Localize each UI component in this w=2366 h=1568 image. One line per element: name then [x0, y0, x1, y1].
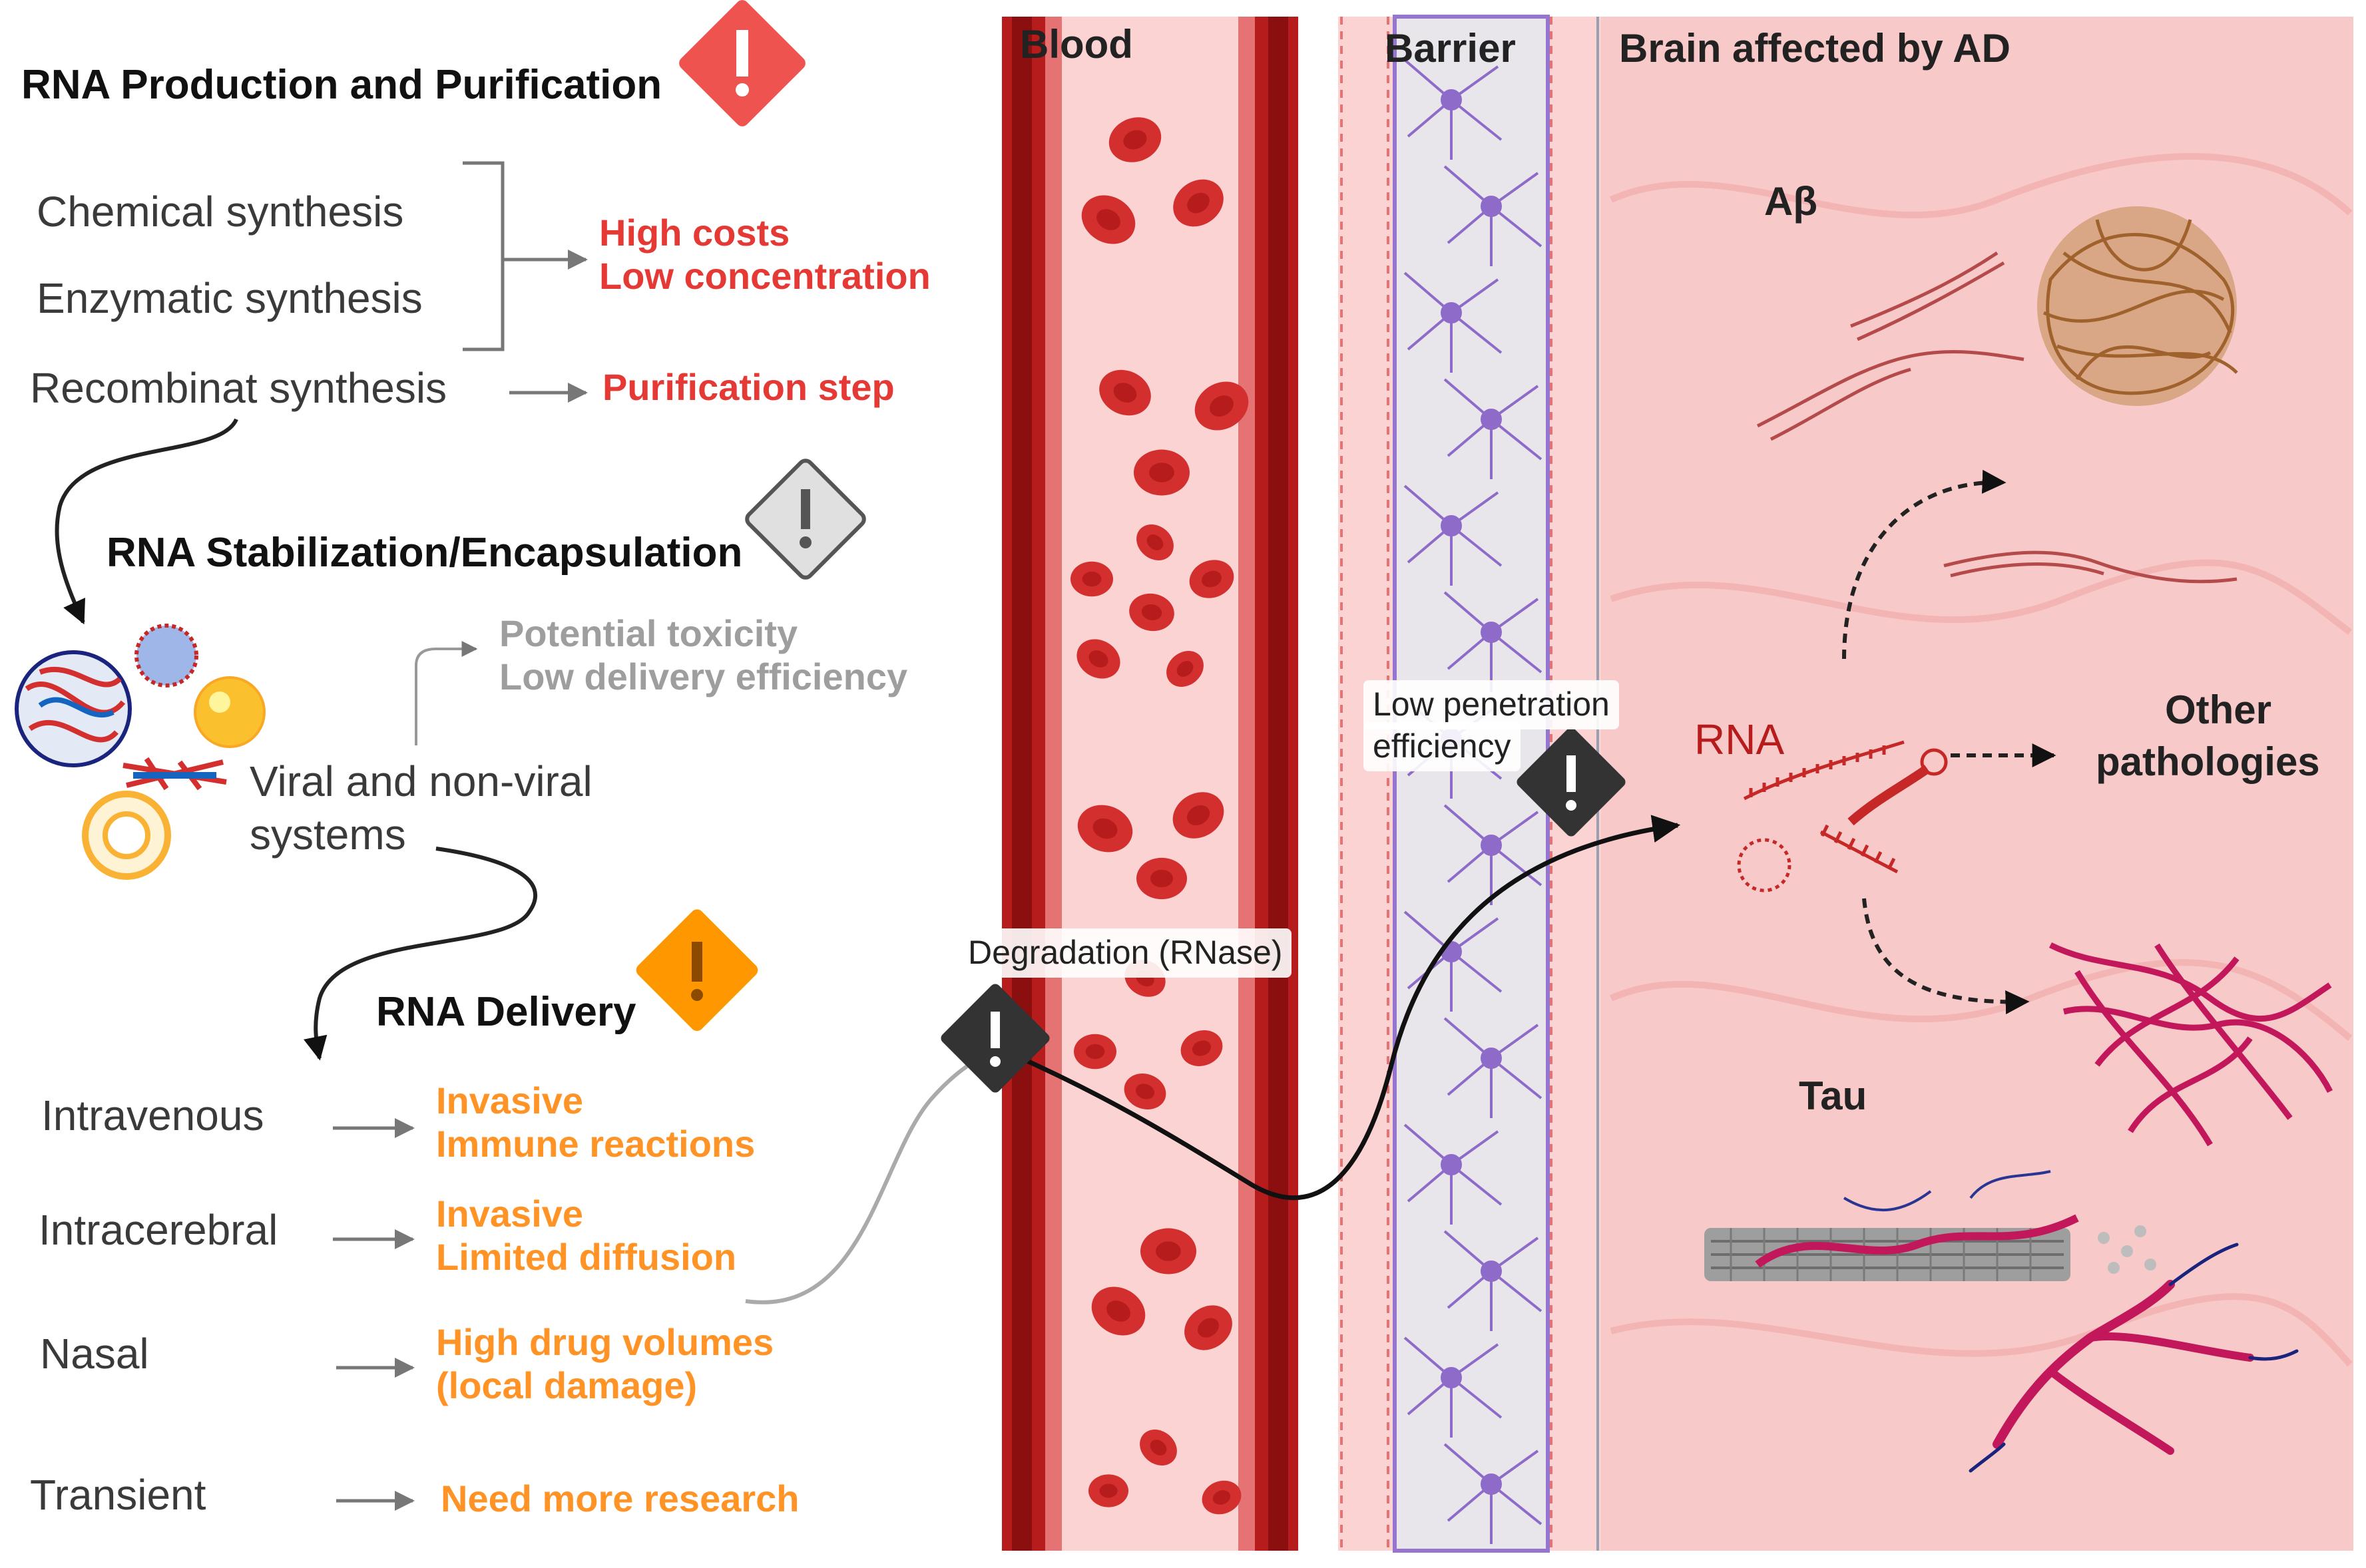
- red-blood-cell-icon: [1180, 1030, 1223, 1066]
- red-blood-cell-icon: [1134, 449, 1190, 496]
- brain-label: Brain affected by AD: [1619, 26, 2011, 71]
- tau-tangle-icon: [2048, 942, 2333, 1147]
- route-transient-issue1: Need more research: [441, 1477, 800, 1519]
- dashed-arrow-to-tau: [1862, 898, 2030, 1014]
- red-blood-cell-icon: [1184, 1305, 1232, 1350]
- flow-curve-stabilization-to-delivery: [303, 847, 538, 1061]
- penetration-callout-line1: Low penetration: [1363, 680, 1619, 729]
- neuron-icon: [1403, 272, 1503, 373]
- route-intracerebral-issue1: Invasive: [436, 1193, 584, 1235]
- neuron-icon: [1443, 1443, 1542, 1544]
- flow-curve-production-to-stabilization: [55, 418, 238, 625]
- neuron-icon: [1443, 1017, 1542, 1118]
- neuron-icon: [1443, 804, 1542, 905]
- red-blood-cell-icon: [1081, 195, 1136, 244]
- blood-vessel: [1002, 17, 1298, 1551]
- route-transient: Transient: [30, 1471, 206, 1519]
- red-blood-cell-icon: [1129, 593, 1174, 632]
- red-blood-cell-icon: [1099, 369, 1151, 416]
- red-blood-cell-icon: [1088, 1474, 1128, 1507]
- systems-label-line1: Viral and non-viral: [250, 757, 592, 805]
- red-blood-cell-icon: [1124, 1074, 1166, 1109]
- method-chemical: Chemical synthesis: [37, 188, 404, 236]
- route-intravenous-issue1: Invasive: [436, 1079, 584, 1121]
- neuron-icon: [1403, 1336, 1503, 1438]
- neuron-icon: [1403, 59, 1503, 160]
- issue-potential-toxicity: Potential toxicity: [499, 612, 798, 654]
- red-blood-cell-icon: [1140, 1430, 1177, 1466]
- red-blood-cell-icon: [1140, 1228, 1196, 1274]
- red-blood-cells: [1070, 117, 1249, 1515]
- microtubule-icon: [1704, 1170, 2156, 1281]
- red-blood-cell-icon: [1074, 1034, 1116, 1070]
- red-blood-cell-icon: [1172, 792, 1224, 839]
- nanoparticle-icon: [15, 624, 266, 880]
- issue-low-concentration: Low concentration: [599, 255, 931, 297]
- red-blood-cell-icon: [1108, 117, 1162, 162]
- neuron-icon: [1443, 378, 1542, 479]
- issue-low-delivery-efficiency: Low delivery efficiency: [499, 656, 908, 697]
- synthesis-bracket: [463, 161, 588, 351]
- red-blood-cell-icon: [1076, 639, 1120, 679]
- warning-dark-icon-blood: [941, 984, 1050, 1093]
- warning-dark-icon-barrier: [1517, 727, 1626, 837]
- abeta-label: Aβ: [1764, 179, 1817, 224]
- neuron-icon: [1403, 1123, 1503, 1225]
- issue-high-costs: High costs: [599, 212, 790, 254]
- other-pathologies-line1: Other: [2165, 687, 2272, 732]
- red-blood-cell-icon: [1136, 857, 1187, 900]
- rna-path-curve: [997, 815, 1681, 1201]
- route-intravenous-issue2: Immune reactions: [436, 1123, 756, 1165]
- tau-monomer: [1969, 1243, 2299, 1473]
- production-title: RNA Production and Purification: [21, 62, 662, 108]
- amyloid-fibrils: [1756, 251, 2238, 584]
- degradation-callout: Degradation (RNase): [959, 928, 1292, 978]
- stabilization-title: RNA Stabilization/Encapsulation: [107, 530, 743, 576]
- red-blood-cell-icon: [1077, 805, 1133, 853]
- warning-red-icon: [679, 0, 806, 126]
- method-enzymatic: Enzymatic synthesis: [37, 274, 423, 322]
- neuron-icon: [1403, 485, 1503, 586]
- route-nasal: Nasal: [40, 1330, 149, 1378]
- amyloid-plaque-icon: [2037, 206, 2238, 406]
- neuron-icon: [1443, 165, 1542, 266]
- red-blood-cell-icon: [1194, 381, 1249, 431]
- red-blood-cell-icon: [1202, 1480, 1242, 1515]
- route-intracerebral-issue2: Limited diffusion: [436, 1236, 737, 1278]
- rna-structure: [1737, 740, 1948, 892]
- route-intravenous: Intravenous: [41, 1091, 264, 1139]
- neuron-icon: [1443, 1230, 1542, 1331]
- systems-label-line2: systems: [250, 811, 406, 859]
- issue-purification-step: Purification step: [602, 366, 895, 408]
- delivery-title: RNA Delivery: [376, 989, 636, 1035]
- red-blood-cell-icon: [1189, 560, 1234, 598]
- red-blood-cell-icon: [1166, 651, 1204, 687]
- other-pathologies-line2: pathologies: [2096, 739, 2320, 784]
- warning-gray-icon: [745, 459, 866, 580]
- tau-label: Tau: [1799, 1074, 1867, 1118]
- rna-label: RNA: [1694, 715, 1785, 763]
- route-nasal-issue2: (local damage): [436, 1364, 698, 1406]
- neuron-icon: [1443, 591, 1542, 692]
- route-nasal-issue1: High drug volumes: [436, 1321, 774, 1363]
- red-blood-cell-icon: [1070, 561, 1113, 597]
- route-intracerebral: Intracerebral: [39, 1206, 278, 1254]
- penetration-callout-line2: efficiency: [1363, 722, 1521, 771]
- delivery-arrows: [333, 1118, 415, 1511]
- red-blood-cell-icon: [1091, 1286, 1146, 1336]
- warning-orange-icon: [636, 909, 758, 1032]
- method-recombinant: Recombinat synthesis: [30, 364, 447, 412]
- arrow-systems-to-issues: [415, 641, 478, 745]
- flow-curve-delivery-to-blood: [745, 1046, 1000, 1304]
- barrier-label: Barrier: [1385, 26, 1516, 71]
- red-blood-cell-icon: [1173, 179, 1224, 227]
- barrier: [1338, 15, 1601, 1553]
- red-blood-cell-icon: [1136, 524, 1174, 560]
- blood-label: Blood: [1020, 22, 1133, 67]
